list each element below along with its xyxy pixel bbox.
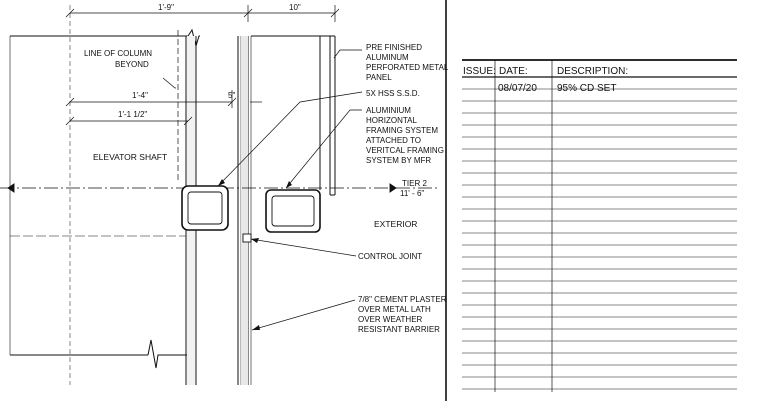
tier-name: TIER 2: [402, 179, 427, 188]
column-line-label-2: BEYOND: [115, 60, 149, 69]
dim-5: 5": [228, 91, 235, 100]
note-plaster: 7/8" CEMENT PLASTER OVER METAL LATH OVER…: [358, 295, 449, 334]
leader-lines: [162, 49, 363, 331]
revision-row-1-date: 08/07/20: [498, 83, 537, 94]
top-dimension-string: [65, 5, 340, 385]
note-framing: ALUMINIUM HORIZONTAL FRAMING SYSTEM ATTA…: [366, 106, 446, 165]
dim-1-4: 1'-4": [132, 91, 148, 100]
tier-elevation: 11' - 6": [400, 189, 424, 198]
note-control-joint: CONTROL JOINT: [358, 252, 422, 261]
dim-1-1-half: 1'-1 1/2": [118, 110, 147, 119]
revision-grid: [462, 59, 737, 392]
hss-tube-right: [265, 189, 321, 233]
detail-text: 1'-9" 10" 1'-4" 5" 1'-1 1/2" LINE OF COL…: [84, 3, 450, 334]
control-joint-symbol: [242, 233, 252, 243]
header-date: DATE:: [499, 66, 528, 77]
header-description: DESCRIPTION:: [557, 66, 628, 77]
note-hss: 5X HSS S.S.D.: [366, 89, 420, 98]
tier-marker: [7, 183, 397, 193]
hss-tube-left: [181, 185, 229, 231]
dim-overall-width: 1'-9": [158, 3, 174, 12]
column-line-label-1: LINE OF COLUMN: [84, 49, 152, 58]
revision-table: ISSUE: DATE: DESCRIPTION: 08/07/20 95% C…: [462, 59, 737, 392]
interior-dimension-strings: [65, 90, 262, 126]
exterior-label: EXTERIOR: [374, 219, 417, 229]
revision-row-1-description: 95% CD SET: [557, 83, 616, 94]
elevator-shaft-label: ELEVATOR SHAFT: [93, 152, 167, 162]
exterior-panel: [251, 35, 336, 196]
shaft-wall-outline: [9, 28, 200, 369]
header-issue: ISSUE:: [463, 66, 496, 77]
wall-section-detail: [0, 5, 440, 385]
dim-side-width: 10": [289, 3, 301, 12]
leader-arrows: [218, 179, 292, 330]
note-panel: PRE FINISHED ALUMINUM PERFORATED METAL P…: [366, 43, 450, 82]
